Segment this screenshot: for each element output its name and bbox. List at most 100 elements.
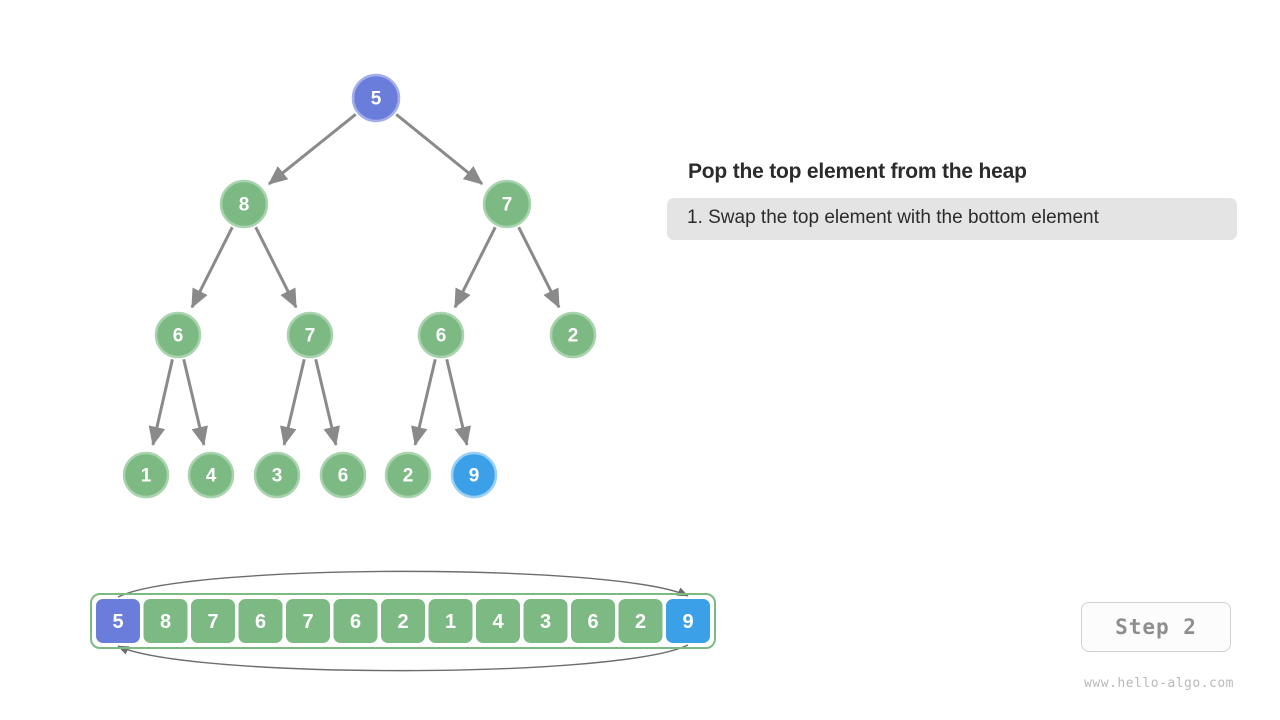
tree-node-label: 3 xyxy=(272,466,283,487)
tree-node: 6 xyxy=(154,311,202,359)
tree-node: 2 xyxy=(384,451,432,499)
tree-node: 2 xyxy=(549,311,597,359)
tree-edge-group xyxy=(148,113,561,446)
tree-node-fill xyxy=(259,457,295,493)
tree-node-label: 6 xyxy=(338,466,349,487)
tree-edge xyxy=(395,113,484,186)
tree-node-fill xyxy=(128,457,164,493)
tree-node-label: 1 xyxy=(141,466,152,487)
array-cell-box xyxy=(238,599,283,643)
tree-node-label: 8 xyxy=(239,195,250,216)
step-badge: Step 2 xyxy=(1081,602,1231,652)
tree-edge xyxy=(254,226,298,309)
tree-node: 7 xyxy=(482,179,532,229)
array-cell: 2 xyxy=(381,599,425,643)
array-cell: 1 xyxy=(428,599,473,643)
tree-node-group: 5 8 7 6 7 6 2 1 4 3 6 2 9 xyxy=(122,73,597,499)
array-cell-box xyxy=(618,599,663,643)
tree-edge xyxy=(314,358,340,446)
array-cell-box xyxy=(381,599,425,643)
tree-edge xyxy=(280,358,306,446)
tree-node-fill xyxy=(488,185,526,223)
array-cell: 6 xyxy=(333,599,378,643)
tree-node-label: 7 xyxy=(305,326,316,347)
tree-edge xyxy=(268,113,357,186)
array-cell: 8 xyxy=(143,599,188,643)
array-cell: 2 xyxy=(618,599,663,643)
array-cell: 7 xyxy=(191,599,235,643)
array-cell: 3 xyxy=(523,599,568,643)
array-cell-label: 2 xyxy=(635,611,646,633)
tree-node-fill xyxy=(555,317,591,353)
array-cell-box xyxy=(666,599,710,643)
step-badge-label: Step 2 xyxy=(1115,615,1197,639)
tree-node: 8 xyxy=(219,179,269,229)
tree-node-fill xyxy=(390,457,426,493)
array-cell: 6 xyxy=(571,599,615,643)
tree-node: 3 xyxy=(253,451,301,499)
tree-node: 5 xyxy=(351,73,401,123)
tree-node-label: 4 xyxy=(206,466,217,487)
array-cell-box xyxy=(286,599,330,643)
tree-node-label: 7 xyxy=(502,195,513,216)
array-cell: 4 xyxy=(476,599,520,643)
tree-edge xyxy=(453,226,497,309)
tree-node: 6 xyxy=(319,451,367,499)
tree-node-label: 6 xyxy=(173,326,184,347)
heap-tree-diagram: 5 8 7 6 7 6 2 1 4 3 6 2 9 xyxy=(122,73,597,499)
array-cell-label: 7 xyxy=(207,611,218,633)
tree-node-fill xyxy=(160,317,196,353)
array-cell-box xyxy=(191,599,235,643)
tree-node-fill xyxy=(193,457,229,493)
tree-edge xyxy=(190,226,234,309)
array-cell-label: 1 xyxy=(445,611,456,633)
array-cell: 7 xyxy=(286,599,330,643)
step-description-1: 1. Swap the top element with the bottom … xyxy=(667,198,1237,240)
swap-arc-top xyxy=(117,570,689,598)
array-cell-label: 6 xyxy=(350,611,361,633)
tree-edge xyxy=(411,358,437,446)
tree-node-fill xyxy=(423,317,459,353)
tree-node-fill xyxy=(456,457,492,493)
tree-node-fill xyxy=(357,79,395,117)
explanation-panel: Pop the top element from the heap 1. Swa… xyxy=(667,160,1237,240)
tree-node-label: 2 xyxy=(568,326,579,347)
array-outline xyxy=(90,593,716,649)
tree-node-fill xyxy=(325,457,361,493)
array-cell-box xyxy=(96,599,140,643)
array-cell-label: 4 xyxy=(492,611,504,633)
tree-edge xyxy=(517,226,561,309)
array-cell-label: 6 xyxy=(587,611,598,633)
array-cell-label: 5 xyxy=(112,611,123,633)
tree-edge xyxy=(148,359,174,446)
tree-node-label: 2 xyxy=(403,466,414,487)
array-cell-label: 9 xyxy=(682,611,693,633)
tree-node: 9 xyxy=(450,451,498,499)
tree-node-fill xyxy=(292,317,328,353)
tree-edge xyxy=(182,358,208,446)
array-cell-box xyxy=(523,599,568,643)
array-cell-label: 2 xyxy=(397,611,408,633)
array-cell-box xyxy=(476,599,520,643)
array-cell: 5 xyxy=(96,599,140,643)
array-cell-box xyxy=(428,599,473,643)
page-title: Pop the top element from the heap xyxy=(688,160,1027,183)
tree-node-label: 5 xyxy=(371,89,382,110)
tree-node-label: 6 xyxy=(436,326,447,347)
tree-node: 7 xyxy=(286,311,334,359)
array-cell: 9 xyxy=(666,599,710,643)
tree-node-label: 9 xyxy=(469,466,480,487)
watermark: www.hello-algo.com xyxy=(1084,676,1234,691)
array-cell-label: 6 xyxy=(255,611,266,633)
tree-node: 6 xyxy=(417,311,465,359)
tree-edge xyxy=(445,358,471,446)
swap-arc-bottom xyxy=(117,644,689,672)
array-cell-box xyxy=(143,599,188,643)
array-cell-label: 8 xyxy=(160,611,171,633)
tree-node: 4 xyxy=(187,451,235,499)
tree-node: 1 xyxy=(122,451,170,499)
array-cell-box xyxy=(571,599,615,643)
array-cell-label: 7 xyxy=(302,611,313,633)
array-cell-box xyxy=(333,599,378,643)
array-cell-label: 3 xyxy=(540,611,551,633)
